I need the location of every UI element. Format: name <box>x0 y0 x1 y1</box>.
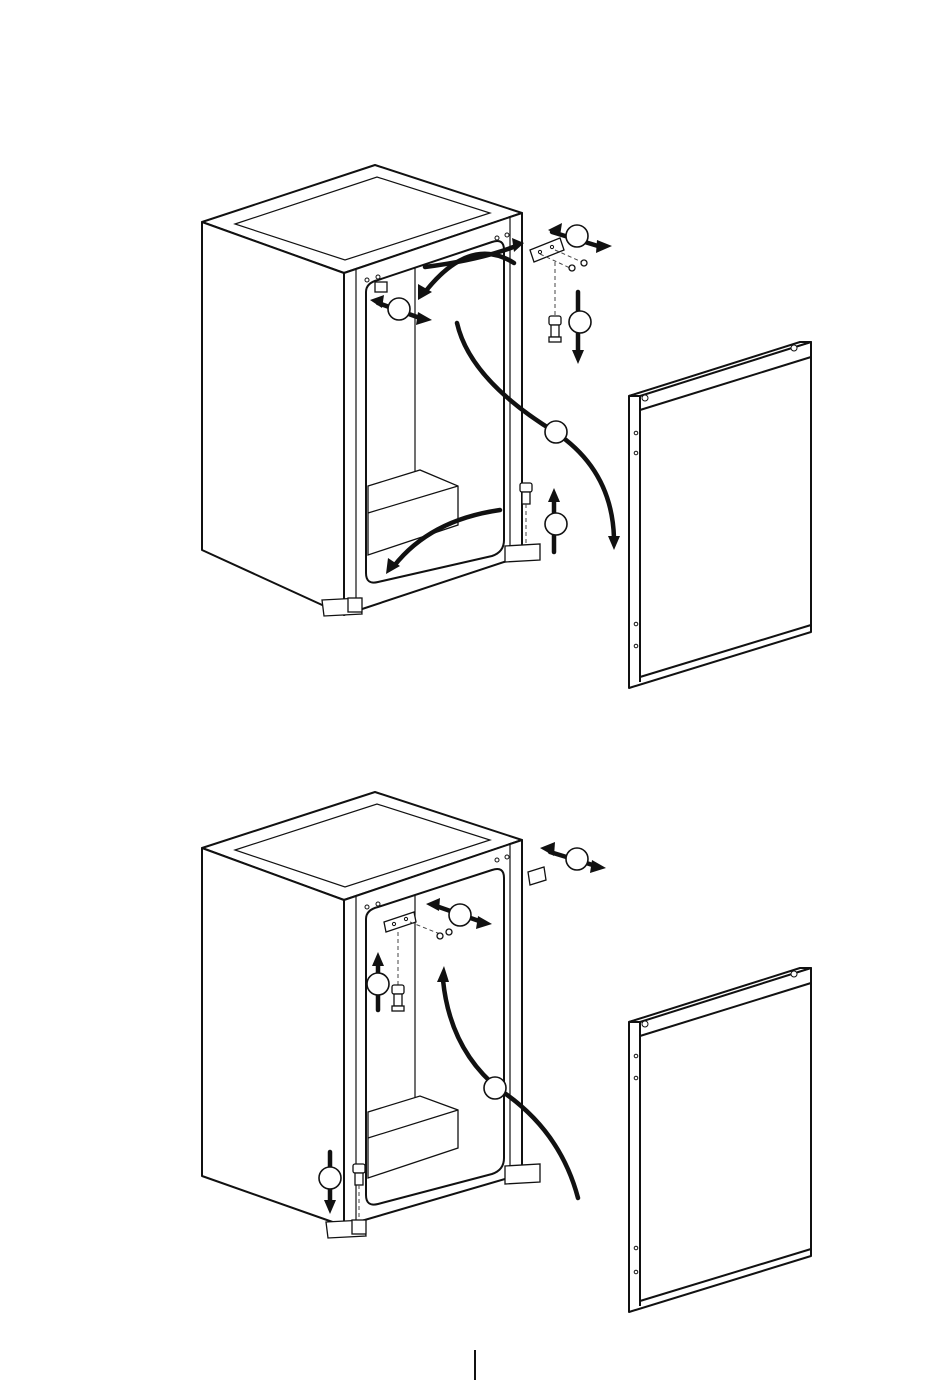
hinge-pin-icon <box>355 1173 363 1185</box>
hinge-pin-icon <box>549 316 561 325</box>
door-screw-hole <box>634 431 638 435</box>
hinge-pin-icon <box>520 483 532 492</box>
step-marker-1 <box>566 225 588 247</box>
figure-remove-door-drawing <box>0 0 950 700</box>
figure-reinstall-door <box>0 700 950 1383</box>
arrow-head-icon <box>540 842 555 856</box>
door-hinge-hole <box>642 395 648 401</box>
door-hinge-hole <box>791 971 797 977</box>
cabinet-foot-front <box>348 598 362 612</box>
hinge-pin-icon <box>551 325 559 337</box>
step-marker-4 <box>545 421 567 443</box>
door-screw-hole <box>634 644 638 648</box>
hinge-cover <box>528 867 546 885</box>
page-divider-mark <box>474 1350 476 1380</box>
screw-hole <box>550 245 553 248</box>
figure-remove-door <box>0 0 950 700</box>
step-marker-6 <box>566 848 588 870</box>
door-panel <box>629 968 811 1312</box>
screw-hole <box>505 855 509 859</box>
screw-hole <box>365 905 369 909</box>
door-screw-hole <box>634 1054 638 1058</box>
cabinet-left-side <box>202 222 344 615</box>
door-screw-hole <box>634 1270 638 1274</box>
step-marker-3 <box>388 298 410 320</box>
screw-hole <box>376 275 380 279</box>
door-screw-hole <box>634 1076 638 1080</box>
screw-hole <box>365 278 369 282</box>
screw-hole <box>495 236 499 240</box>
hinge-pin-icon <box>522 492 530 504</box>
step-marker-5 <box>545 513 567 535</box>
screw-hole <box>538 250 541 253</box>
screw-icon <box>569 265 575 271</box>
screw-hole <box>505 233 509 237</box>
door-panel <box>629 342 811 688</box>
hinge-cover-small <box>375 282 387 292</box>
step-marker-8 <box>367 973 389 995</box>
cabinet-foot-front <box>352 1220 366 1234</box>
screw-icon <box>581 260 587 266</box>
screw-hole <box>404 917 407 920</box>
arrow-head-icon <box>572 350 584 364</box>
screw-hole <box>495 858 499 862</box>
cabinet-foot-right <box>505 544 540 562</box>
hinge-pin-icon <box>394 994 402 1006</box>
screw-icon <box>437 933 443 939</box>
figure-reinstall-door-drawing <box>0 700 950 1383</box>
hinge-pin-icon <box>353 1164 365 1173</box>
hinge-bracket-top <box>530 238 564 262</box>
arrow-head-icon <box>590 860 606 873</box>
arrow-head-icon <box>596 240 612 253</box>
arrow-head-icon <box>548 488 560 502</box>
step-marker-10 <box>319 1167 341 1189</box>
screw-hole <box>392 922 395 925</box>
door-hinge-hole <box>642 1021 648 1027</box>
door-screw-hole <box>634 1246 638 1250</box>
step-marker-9 <box>484 1077 506 1099</box>
hinge-pin-icon <box>392 985 404 994</box>
hinge-pin-icon <box>549 337 561 342</box>
cabinet-foot-right <box>505 1164 540 1184</box>
step-marker-7 <box>449 904 471 926</box>
arrow-head-icon <box>608 536 620 550</box>
hinge-pin-icon <box>392 1006 404 1011</box>
screw-hole <box>376 902 380 906</box>
door-screw-hole <box>634 451 638 455</box>
step-marker-2 <box>569 311 591 333</box>
door-hinge-hole <box>791 345 797 351</box>
screw-icon <box>446 929 452 935</box>
door-screw-hole <box>634 622 638 626</box>
